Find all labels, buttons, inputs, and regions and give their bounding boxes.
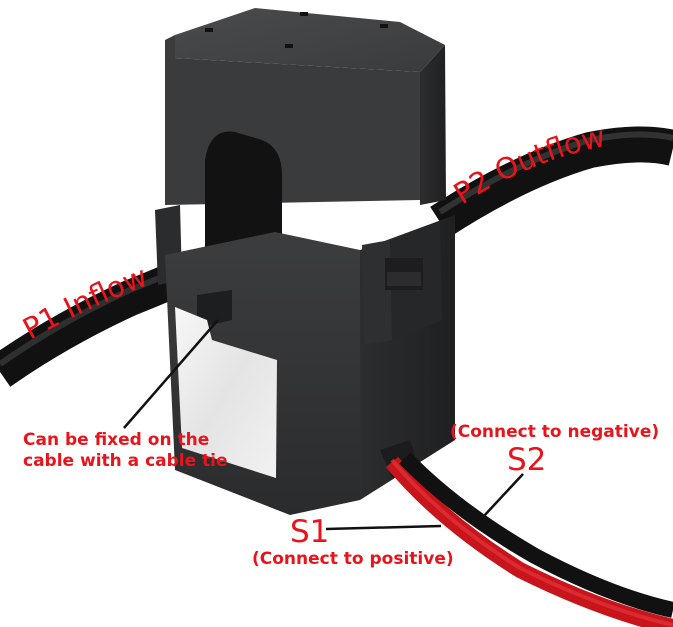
cable-tie-leader-line (123, 319, 219, 429)
s2-description: (Connect to negative) (450, 422, 659, 442)
core-aperture (205, 131, 282, 260)
screw-hole (300, 12, 308, 16)
current-transformer-body (155, 8, 455, 515)
s1-leader-line (325, 524, 442, 531)
signal-leads (385, 452, 673, 627)
screw-hole (285, 44, 293, 48)
screw-hole (205, 28, 213, 32)
screw-hole (380, 24, 388, 28)
s2-leader-line (482, 473, 524, 518)
s2-black-wire (399, 452, 673, 618)
product-label (175, 307, 277, 478)
cable-tie-note-line1: Can be fixed on the (23, 430, 209, 450)
cable-tie-note-line2: cable with a cable tie (23, 451, 228, 471)
s1-description: (Connect to positive) (252, 549, 454, 569)
s2-label: S2 (507, 442, 546, 478)
annotation-leaders (123, 319, 524, 531)
s1-label: S1 (290, 514, 329, 550)
